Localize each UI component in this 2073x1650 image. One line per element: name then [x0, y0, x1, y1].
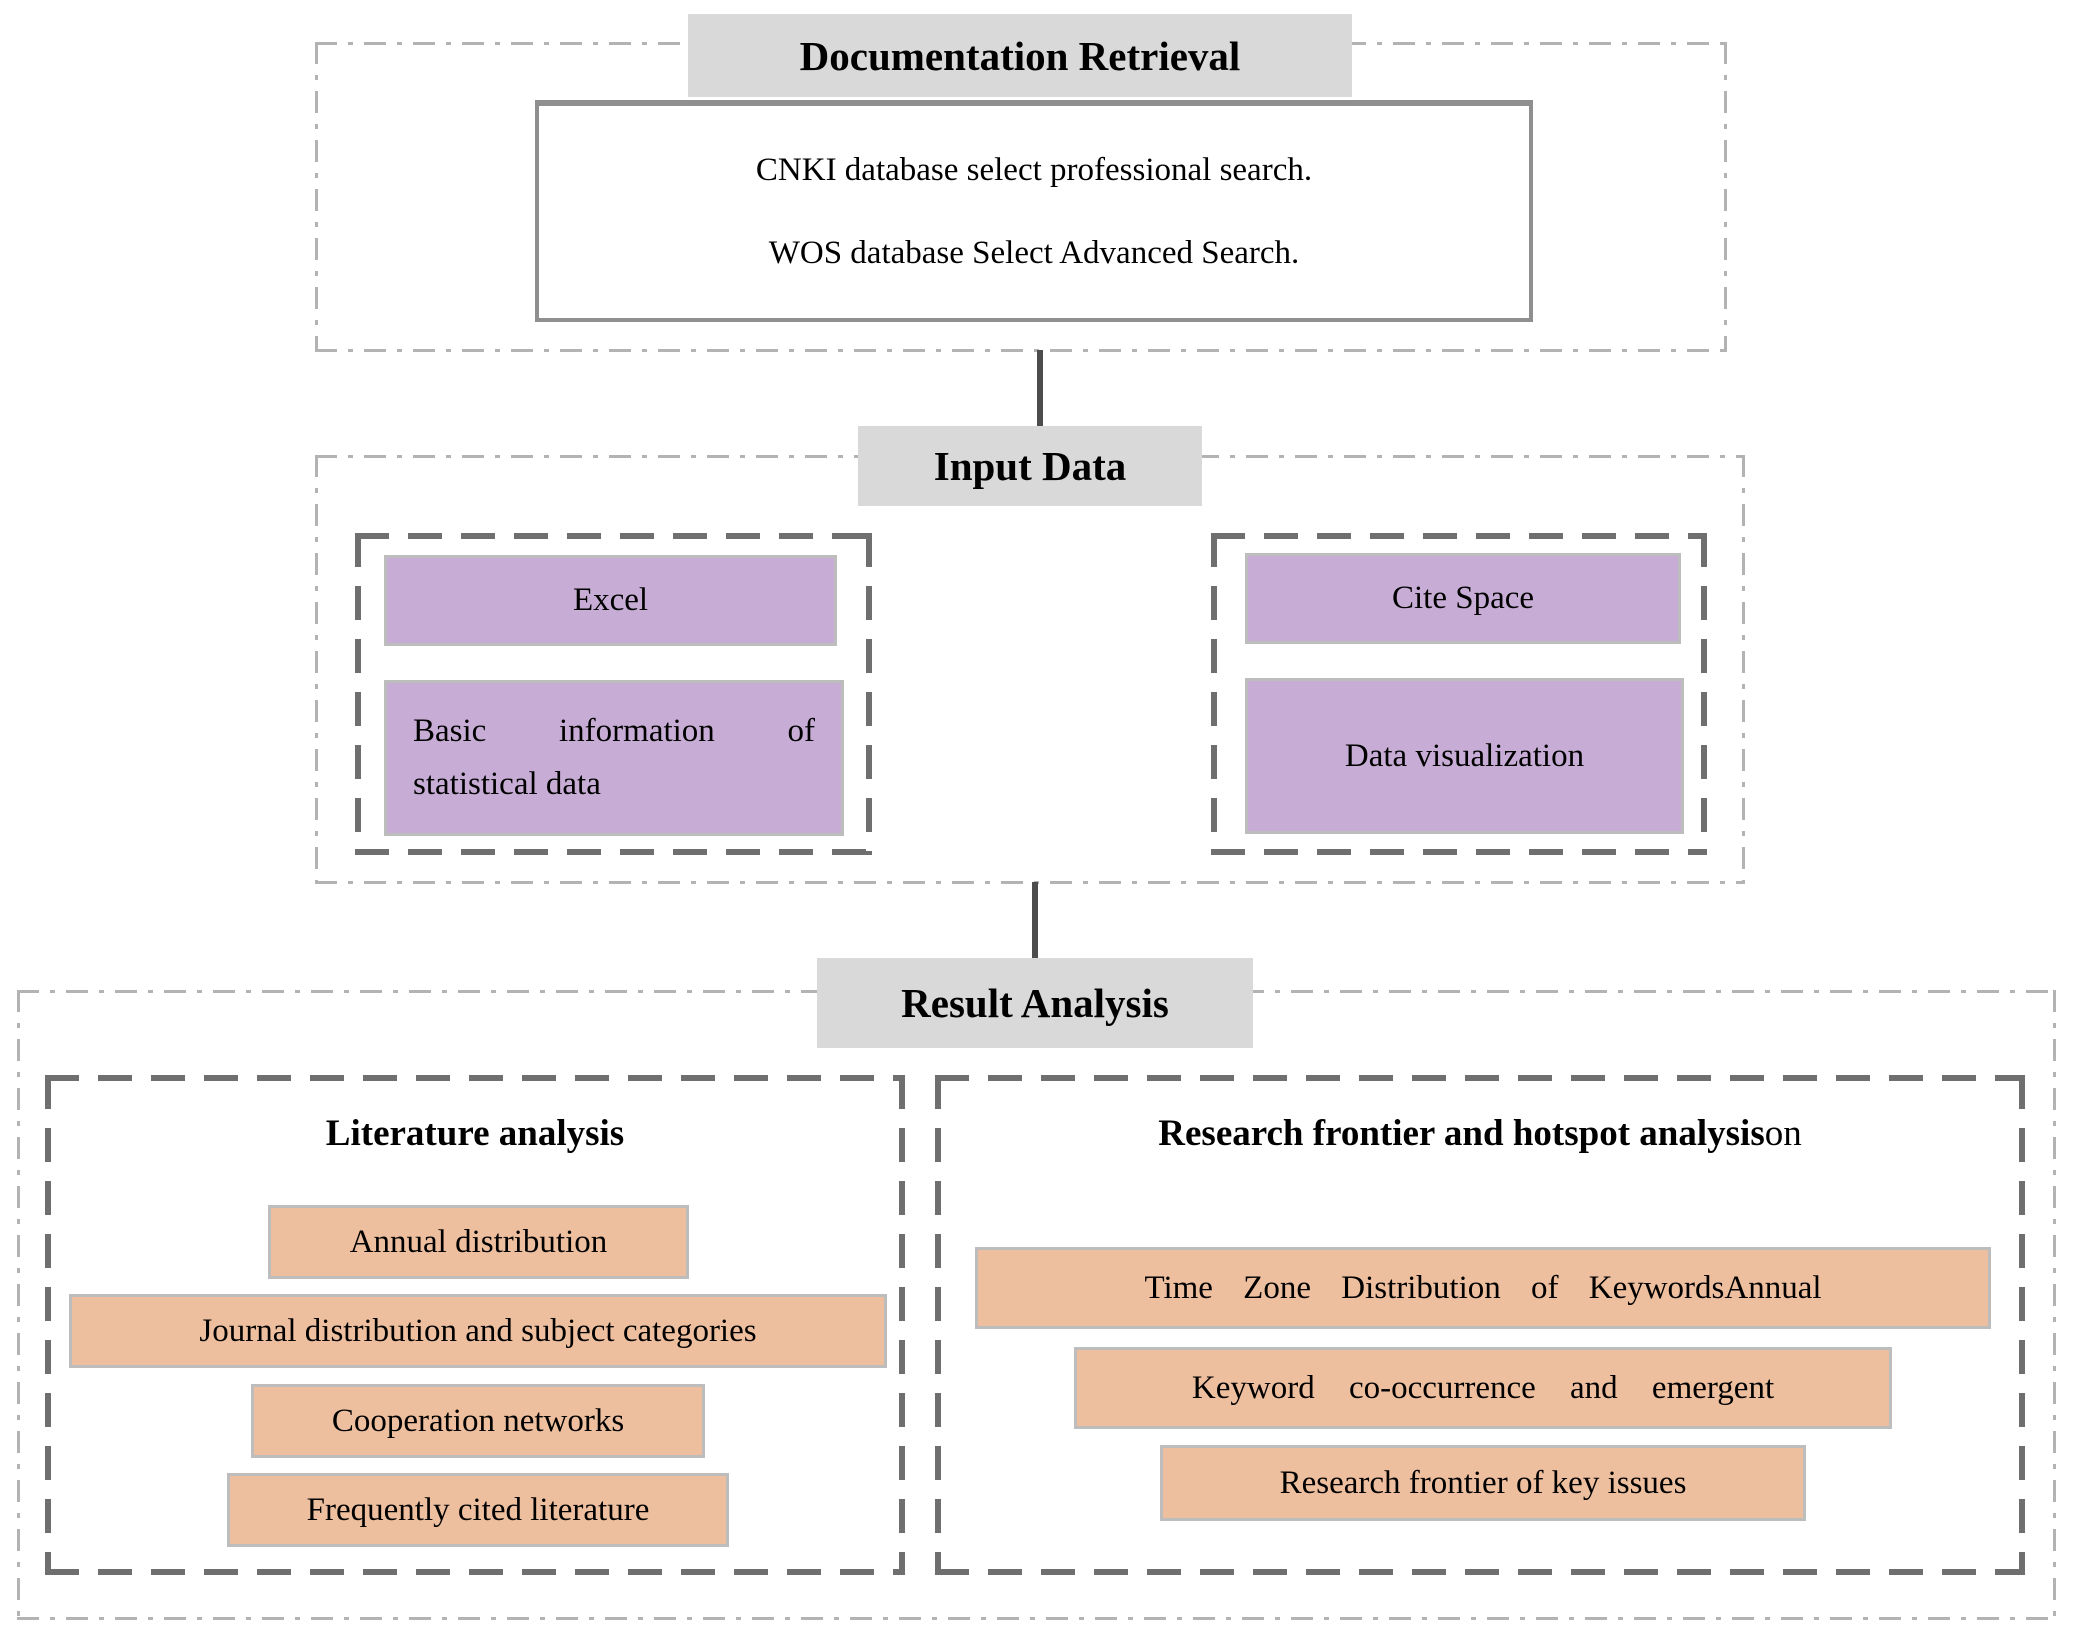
documentation-retrieval-header: Documentation Retrieval — [688, 14, 1352, 97]
cnki-search-text: CNKI database select professional search… — [755, 152, 1313, 188]
research-frontier-title-suffix: on — [1764, 1113, 1802, 1154]
connector-input-to-result — [1032, 882, 1038, 960]
frequently-cited-box: Frequently cited literature — [227, 1473, 729, 1547]
literature-analysis-title: Literature analysis — [325, 1113, 625, 1154]
connector-top-to-input — [1037, 350, 1043, 428]
basic-information-box: Basic information of statistical data — [384, 680, 844, 836]
time-zone-distribution-box: Time Zone Distribution of KeywordsAnnual — [975, 1247, 1991, 1329]
database-search-box: CNKI database select professional search… — [535, 100, 1533, 322]
cite-space-box: Cite Space — [1245, 553, 1681, 644]
excel-box: Excel — [384, 555, 837, 646]
cooperation-networks-box: Cooperation networks — [251, 1384, 705, 1458]
data-visualization-box: Data visualization — [1245, 678, 1684, 834]
research-frontier-title-bold: Research frontier and hotspot analysis — [1158, 1113, 1765, 1154]
wos-search-text: WOS database Select Advanced Search. — [768, 235, 1300, 271]
basic-information-text: Basic information of statistical data — [413, 713, 815, 802]
input-data-header: Input Data — [858, 426, 1202, 506]
research-frontier-key-issues-box: Research frontier of key issues — [1160, 1445, 1806, 1521]
journal-distribution-box: Journal distribution and subject categor… — [69, 1294, 887, 1368]
keyword-cooccurrence-box: Keyword co-occurrence and emergent — [1074, 1347, 1892, 1429]
result-analysis-header: Result Analysis — [817, 958, 1253, 1048]
annual-distribution-box: Annual distribution — [268, 1205, 689, 1279]
research-frontier-title: Research frontier and hotspot analysison — [935, 1112, 2025, 1155]
